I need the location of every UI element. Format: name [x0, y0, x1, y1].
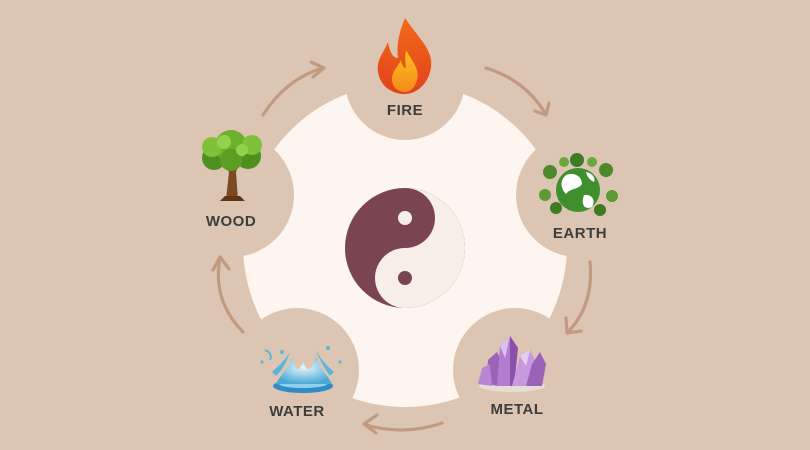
arrow-metal-to-water	[362, 413, 444, 435]
element-label-fire: FIRE	[386, 102, 424, 119]
yin-yang-icon	[345, 188, 465, 308]
globe-icon	[539, 153, 618, 216]
element-label-metal: METAL	[490, 401, 544, 418]
element-label-wood: WOOD	[205, 213, 257, 230]
tree-icon	[202, 130, 262, 201]
water-splash-icon	[260, 346, 342, 393]
arrow-wood-to-fire	[261, 60, 326, 117]
arrow-earth-to-metal	[564, 260, 593, 335]
cycle-arrows	[211, 60, 593, 435]
element-label-earth: EARTH	[552, 225, 608, 242]
flame-icon	[377, 18, 432, 94]
arrow-water-to-wood	[211, 255, 245, 334]
arrow-fire-to-earth	[484, 66, 551, 117]
crystal-icon	[478, 336, 546, 392]
element-label-water: WATER	[269, 403, 325, 420]
